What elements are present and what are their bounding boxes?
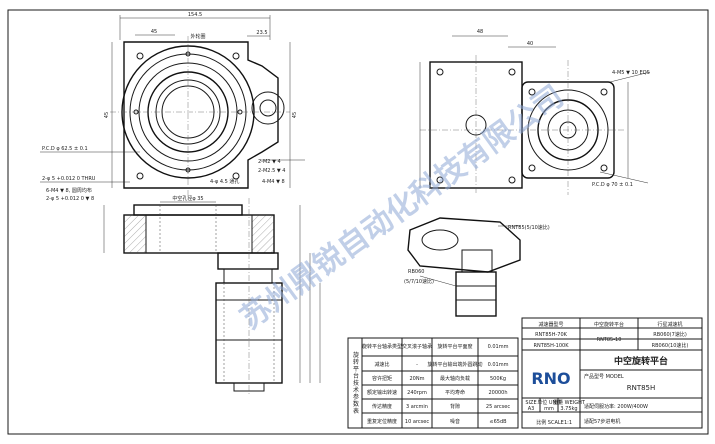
side-view: 中空孔径φ 35: [103, 195, 321, 395]
dim-height-left: 45: [104, 112, 110, 118]
spec-r4-c3: 25 arcsec: [486, 404, 510, 410]
sheet-border: [7, 9, 709, 435]
company-logo: RNO: [531, 369, 570, 388]
dim-height-right: 45: [292, 112, 298, 118]
dim-width: 154.5: [188, 12, 202, 18]
bom-r0-c2: RB060(7速比): [653, 331, 687, 338]
m4-holes: 4-M4 ▼ 8: [262, 179, 285, 185]
spec-r4-c0: 传达精度: [372, 403, 392, 410]
right-pcd: P.C.D φ 70 ± 0.1: [592, 182, 633, 188]
weight-value: 3.75kg: [560, 406, 577, 412]
spec-r4-c1: 3 arcmin: [406, 404, 428, 410]
spec-r5-c0: 重复定位精度: [367, 418, 397, 425]
size-label: SIZE: [525, 400, 536, 406]
model-value: RNT85H: [627, 384, 656, 392]
spec-r0-c3: 0.01mm: [488, 344, 509, 350]
spec-r5-c3: ≤65dB: [489, 419, 507, 425]
callout-rb: RB060: [408, 269, 424, 275]
bom-h1: 中空旋转平台: [594, 321, 624, 328]
watermark: 苏州鼎锐自动化科技有限公司: [234, 79, 570, 337]
pcd-left: P.C.D φ 62.5 ± 0.1: [42, 146, 88, 152]
spec-r2-c1: 20Nm: [410, 376, 425, 382]
size-value: A3: [528, 406, 535, 412]
spec-r4-c2: 背隙: [450, 403, 460, 410]
unit-value: mm: [544, 406, 554, 412]
scale-label: 比例 SCALE: [536, 419, 564, 426]
bom-r1-c2: RB060(10速比): [652, 342, 689, 349]
bom-h2: 行星减速机: [657, 321, 682, 328]
spec-r0-c0: 旋转平台轴承类型: [362, 343, 402, 350]
m2-2: 2-M2.5 ▼ 4: [258, 168, 285, 174]
bom-table: 减速器型号 中空旋转平台 行星减速机 RNT85H-70K RB060(7速比)…: [521, 317, 703, 351]
dim-45: 45: [151, 29, 157, 35]
unit-label: 单位 UNIT: [537, 399, 561, 406]
iso-view: RNT85(5/10速比) RB060 (5/7/10速比): [404, 217, 550, 317]
spec-r0-c2: 旋转平台平面度: [437, 343, 472, 350]
motor-power: 适配伺服功率: 200W/400W: [584, 403, 648, 410]
drawing-title: 中空旋转平台: [614, 355, 668, 367]
weight-label: 重量 WEIGHT: [553, 399, 586, 406]
bom-r0-c0: RNT85H-70K: [535, 332, 568, 338]
outer-ring-label: 外轮圈: [190, 33, 205, 40]
spec-r2-c3: 500Kg: [490, 376, 506, 382]
spec-r0-c1: 交叉滚子轴承: [402, 343, 432, 350]
bom-h0: 减速器型号: [538, 321, 563, 328]
spec-r1-c2: 旋转平台输出端外圆跳动: [427, 361, 482, 368]
stepper-note: 适配57步进电机: [584, 418, 620, 425]
spec-r3-c2: 平均寿命: [445, 389, 465, 396]
spec-vertical-title: 旋转平台技术参数表: [352, 351, 359, 415]
callout-rnt: RNT85(5/10速比): [508, 224, 550, 231]
bom-r1-c0: RNT85H-100K: [533, 343, 569, 349]
spec-table: 旋转平台技术参数表 旋转平台轴承类型 交叉滚子轴承 旋转平台平面度 0.01mm…: [347, 337, 519, 429]
right-w1: 48: [477, 29, 483, 35]
bom-r1-c1: RNT85-10: [597, 337, 622, 343]
side-hole-label: 中空孔径φ 35: [172, 195, 203, 202]
callout-rb-ratio: (5/7/10速比): [404, 278, 434, 285]
model-label: 产品型号 MODEL: [584, 373, 624, 380]
spec-r2-c0: 容许扭矩: [372, 375, 392, 382]
lower-left-tol: 2-φ 5 +0.012 0 ▼ 8: [46, 196, 94, 202]
top-view: 154.5 45 23.5 外轮圈 45 45: [40, 12, 305, 202]
m2-1: 2-M2 ▼ 4: [258, 159, 281, 165]
title-block: RNO 中空旋转平台 产品型号 MODEL RNT85H 适配伺服功率: 200…: [521, 349, 703, 429]
spec-r1-c3: 0.01mm: [488, 362, 509, 368]
spec-r3-c3: 20000h: [488, 390, 507, 396]
tol-2: 6-M4 ▼ 8, 圆周均布: [46, 187, 92, 194]
spec-r5-c1: 10 arcsec: [405, 419, 429, 425]
right-m5: 4-M5 ▼ 10 EQS: [612, 70, 650, 76]
spec-r2-c2: 最大轴向负载: [440, 375, 470, 382]
spec-r3-c1: 240rpm: [407, 390, 427, 396]
spec-r5-c2: 噪音: [450, 418, 460, 425]
right-w2: 40: [527, 41, 533, 47]
m4-2: 4-φ 4.5 通孔: [210, 178, 239, 185]
dim-23: 23.5: [256, 30, 267, 36]
scale-value: 1:1: [564, 420, 572, 426]
tol-1: 2-φ 5 +0.012 0 THRU: [42, 176, 96, 182]
spec-r1-c1: -: [416, 362, 418, 368]
right-view: 48 40 4-M5 ▼ 10 EQS P.C.D φ 70 ± 0.1: [419, 29, 651, 195]
spec-r3-c0: 额定输出转速: [367, 389, 397, 396]
spec-r1-c0: 减速比: [374, 361, 389, 368]
